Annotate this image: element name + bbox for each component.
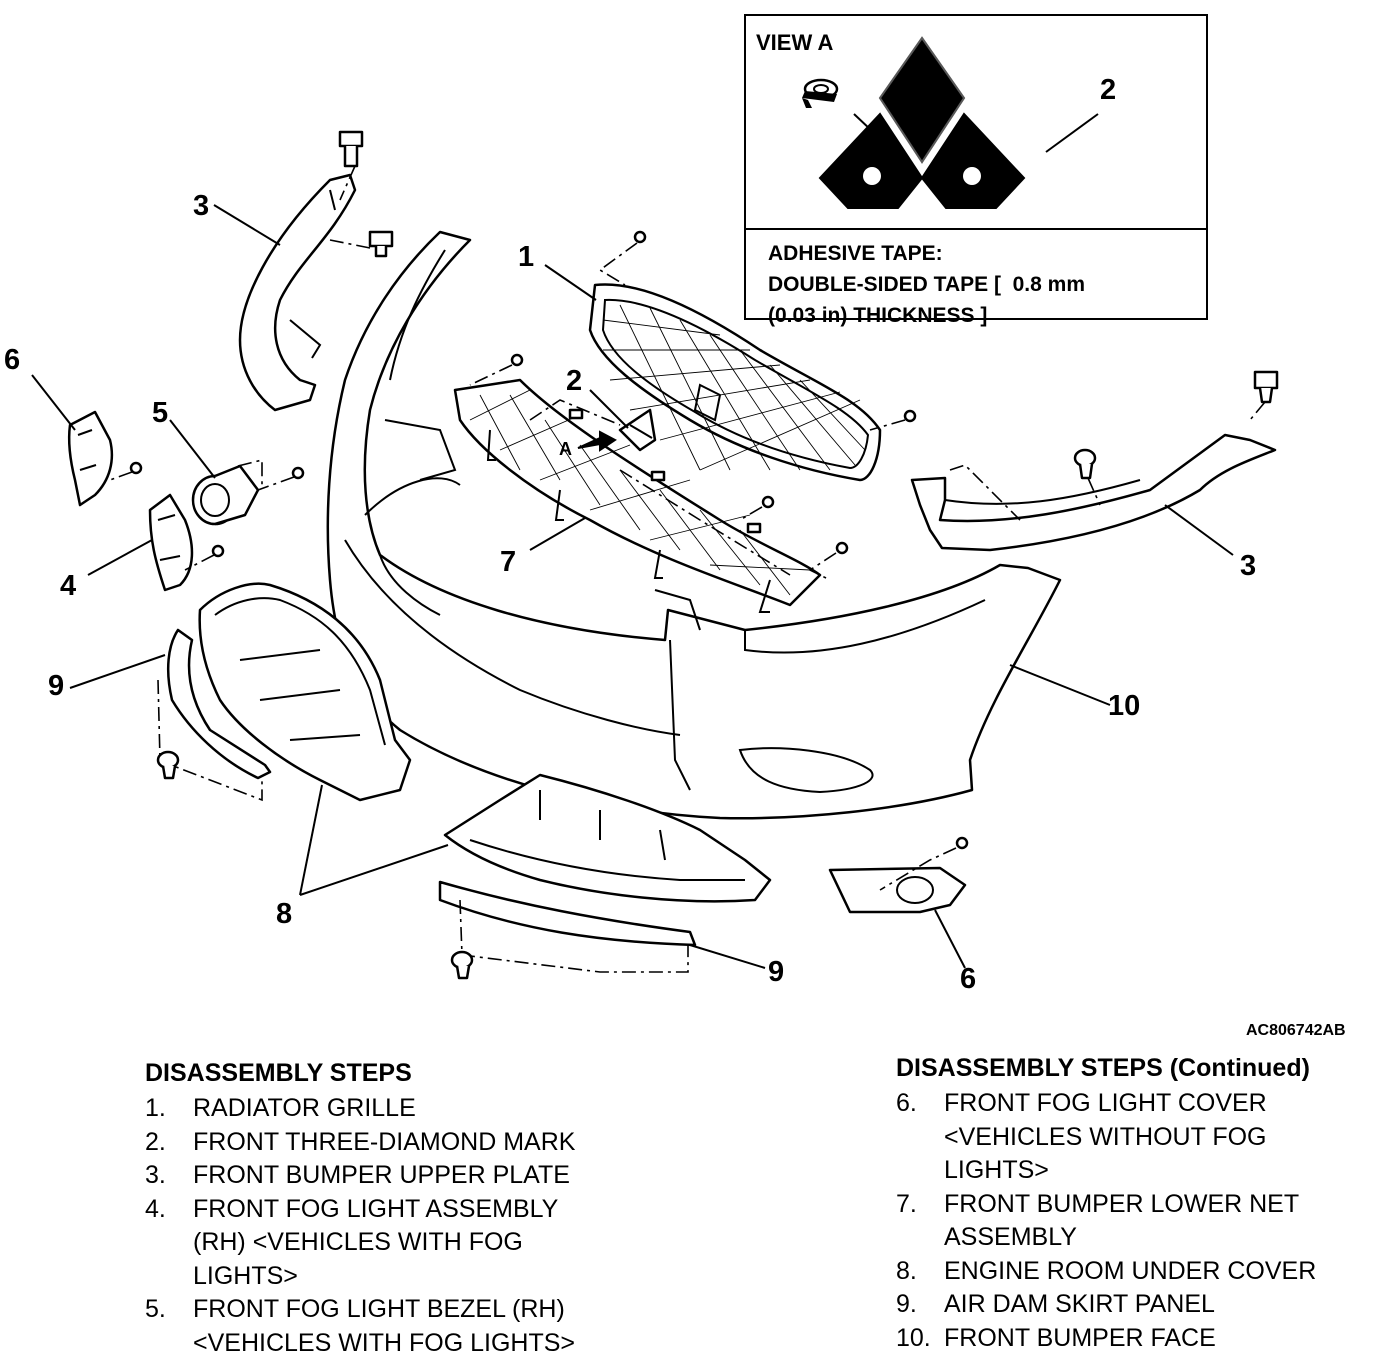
step-text: FRONT FOG LIGHT BEZEL (RH) [193,1295,565,1323]
tape-line-1: ADHESIVE TAPE: [768,242,943,265]
step-text: ASSEMBLY [944,1223,1077,1251]
view-a-marker: A [559,439,572,459]
under-cover-bottom [443,773,772,903]
adhesive-tape-note: ADHESIVE TAPE: DOUBLE-SIDED TAPE [ 0.8 m… [768,238,1085,331]
figure-code: AC806742AB [1246,1022,1346,1039]
callout-3-left: 3 [193,190,210,222]
alignment-lines [109,165,1266,891]
step-item: 3. FRONT BUMPER UPPER PLATE [145,1159,665,1193]
upper-plate-left [238,173,357,412]
step-text: FRONT BUMPER FACE [944,1323,1216,1352]
step-item: 5. FRONT FOG LIGHT BEZEL (RH) <VEHICLES WI… [145,1293,665,1360]
exploded-diagram: 1 2 A 3 3 6 5 4 7 9 10 8 9 6 VIEW A 2 [4,14,1279,995]
skirt-bottom [438,880,697,973]
step-text: FRONT FOG LIGHT ASSEMBLY [193,1194,559,1223]
step-text: RADIATOR GRILLE [193,1094,416,1122]
step-item: 1. RADIATOR GRILLE [145,1092,665,1126]
skirt-left [157,628,272,802]
step-number: 6. [896,1089,917,1117]
tape-roll-icon [802,78,839,108]
step-text: AIR DAM SKIRT PANEL [944,1290,1215,1318]
leader-lines [31,204,1234,969]
clip-mid-left [368,230,394,258]
three-diamond-emblem-icon [802,36,1099,209]
view-a-divider [746,228,1206,230]
step-item: 4. FRONT FOG LIGHT ASSEMBLY (RH) <VEHICLES… [145,1193,665,1294]
step-item: 6. FRONT FOG LIGHT COVER <VEHICLES WITHOUT… [896,1087,1376,1188]
lower-net [453,378,822,613]
clip-bottom-left [156,750,180,780]
step-item: 7. FRONT BUMPER LOWER NET ASSEMBLY [896,1188,1376,1255]
step-text: (RH) <VEHICLES WITH FOG [193,1228,523,1256]
step-item: 10. FRONT BUMPER FACE [896,1322,1376,1356]
tape-line-2: DOUBLE-SIDED TAPE [ 0.8 mm [768,273,1085,296]
callout-2: 2 [566,365,583,397]
view-a-title: VIEW A [756,30,834,55]
callout-10: 10 [1108,690,1141,722]
clip-bottom [450,950,474,980]
view-a-callout-2: 2 [1100,74,1117,106]
step-text: LIGHTS> [944,1156,1049,1184]
callout-4: 4 [60,570,77,602]
fog-bezel [148,493,194,592]
steps-title: DISASSEMBLY STEPS [145,1059,412,1087]
callout-6-left: 6 [4,344,21,376]
view-a-inset: VIEW A 2 ADHESIVE TAPE: DOUBLE-SIDED TAP… [744,14,1208,327]
fog-cover-bottom [828,866,967,914]
fog-cover-left [67,410,114,507]
step-number: 1. [145,1094,166,1122]
callout-9-bottom: 9 [768,956,785,988]
step-text: ENGINE ROOM UNDER COVER [944,1256,1317,1285]
step-number: 4. [145,1194,166,1223]
callout-8: 8 [276,898,293,930]
callout-1: 1 [518,241,535,273]
diagram-drawing [31,130,1279,980]
view-a-arrow [577,430,617,452]
steps-title-continued: DISASSEMBLY STEPS (Continued) [896,1054,1310,1082]
under-cover-left [198,582,412,802]
callout-9-left: 9 [48,670,65,702]
step-number: 2. [145,1127,166,1156]
step-text: FRONT BUMPER UPPER PLATE [193,1161,570,1189]
step-text: FRONT BUMPER LOWER NET [944,1189,1300,1218]
step-item: 2. FRONT THREE-DIAMOND MARK [145,1126,665,1160]
radiator-grille [588,283,882,482]
step-text: FRONT THREE-DIAMOND MARK [193,1127,576,1156]
clip-right [1253,370,1279,404]
step-number: 8. [896,1256,917,1285]
step-text: FRONT FOG LIGHT COVER [944,1089,1267,1117]
upper-plate-right [910,433,1277,552]
callout-3-right: 3 [1240,550,1257,582]
disassembly-steps-continued: DISASSEMBLY STEPS (Continued) 6. FRONT FO… [896,1052,1376,1355]
disassembly-steps: DISASSEMBLY STEPS 1. RADIATOR GRILLE 2. FR… [145,1057,665,1360]
front-bumper-face [326,230,1062,820]
callout-7: 7 [500,546,517,578]
step-text: LIGHTS> [193,1261,298,1290]
callout-6-bottom: 6 [960,963,977,995]
step-text: <VEHICLES WITHOUT FOG [944,1122,1267,1151]
step-number: 7. [896,1189,917,1218]
step-number: 9. [896,1290,917,1318]
step-number: 3. [145,1161,166,1189]
fog-light-assembly [191,464,260,526]
step-item: 9. AIR DAM SKIRT PANEL [896,1288,1376,1322]
step-number: 5. [145,1295,166,1323]
clip-right-mid [1073,448,1097,480]
three-diamond-mark [618,408,657,452]
clip-top-left [338,130,364,168]
step-item: 8. ENGINE ROOM UNDER COVER [896,1255,1376,1289]
step-number: 10. [896,1323,931,1352]
fasteners [129,130,1279,980]
tape-line-3: (0.03 in) THICKNESS ] [768,304,988,327]
callout-5: 5 [152,397,169,429]
step-text: <VEHICLES WITH FOG LIGHTS> [193,1328,576,1357]
